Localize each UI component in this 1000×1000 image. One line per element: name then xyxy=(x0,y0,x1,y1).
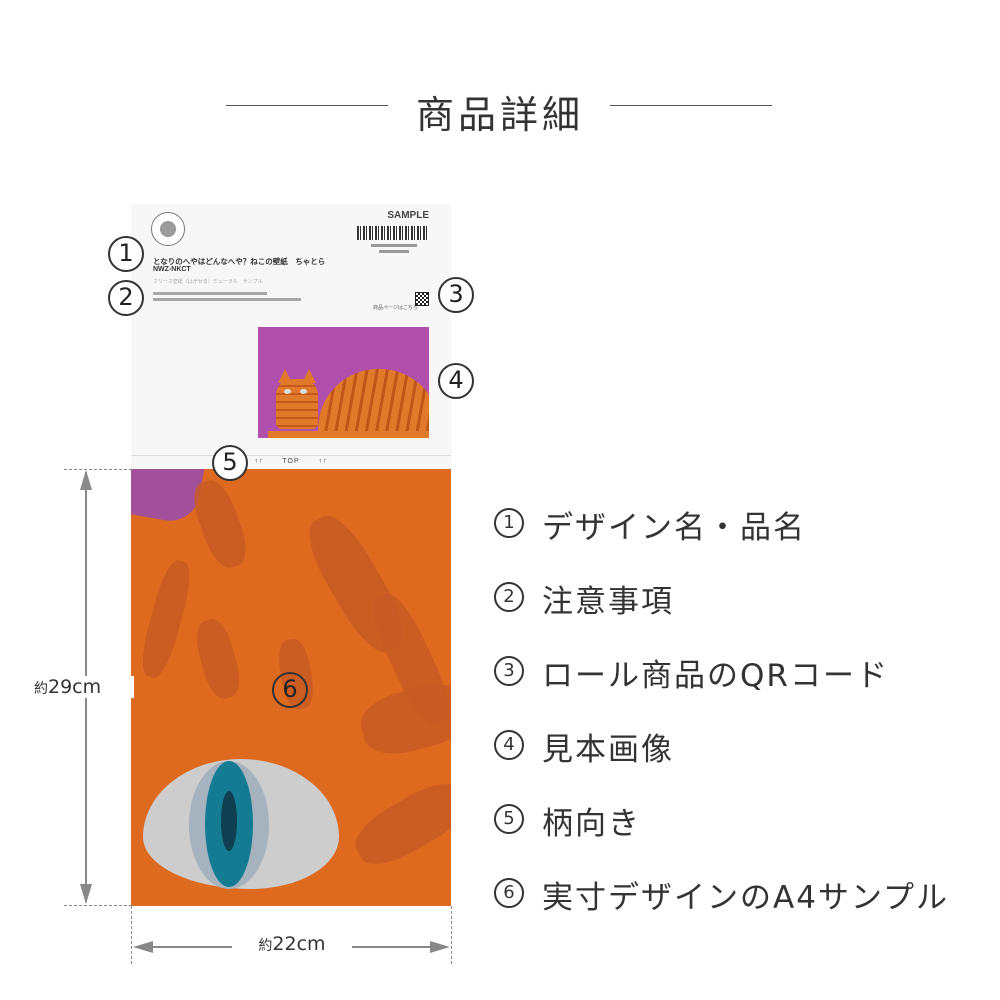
up-arrow-icon: ↑↑ xyxy=(318,458,328,465)
legend-item: 4 見本画像 xyxy=(494,724,994,798)
barcode-caption-bar xyxy=(371,244,417,247)
product-note: フリース壁紙（はがせる）ミューラル サンプル xyxy=(153,279,263,285)
product-name: となりのへやはどんなへや？ねこの壁紙 ちゃとら xyxy=(153,257,326,266)
cat-eye-shape xyxy=(284,389,291,394)
legend-text: 柄向き xyxy=(542,806,641,842)
pattern-direction-marker: ↑↑ TOP ↑↑ xyxy=(131,458,451,465)
notice-text-bar xyxy=(153,292,267,295)
up-arrow-icon: ↑↑ xyxy=(254,458,264,465)
width-value: 22cm xyxy=(272,933,326,955)
legend-item: 6 実寸デザインのA4サンプル xyxy=(494,872,994,946)
marker-1: 1 xyxy=(108,236,144,272)
product-code: NWZ-NKCT xyxy=(153,266,191,273)
legend-text: デザイン名・品名 xyxy=(542,510,806,546)
fur-stroke xyxy=(191,615,245,703)
preview-image xyxy=(258,327,429,438)
sample-label: SAMPLE xyxy=(387,210,429,221)
legend-number: 5 xyxy=(494,804,524,834)
fur-stroke xyxy=(186,475,254,573)
legend-list: 1 デザイン名・品名 2 注意事項 3 ロール商品のQRコード 4 見本画像 5… xyxy=(494,502,994,946)
cat-floor-shape xyxy=(268,431,429,438)
width-guide-left xyxy=(131,906,132,964)
eye-pupil-shape xyxy=(221,791,237,851)
legend-item: 2 注意事項 xyxy=(494,576,994,650)
marker-3: 3 xyxy=(438,277,474,313)
height-dimension-label: 約29cm xyxy=(34,676,134,698)
legend-text: 注意事項 xyxy=(542,584,674,620)
legend-text: 実寸デザインのA4サンプル xyxy=(542,880,949,916)
cat-head-shape xyxy=(276,379,318,429)
arrow-up-icon xyxy=(80,470,92,490)
legend-number: 4 xyxy=(494,730,524,760)
section-header: 商品詳細 xyxy=(0,80,1000,137)
marker-2: 2 xyxy=(108,280,144,316)
cat-eye-shape xyxy=(300,389,307,394)
page-title: 商品詳細 xyxy=(415,93,584,137)
marker-5: 5 xyxy=(212,445,248,481)
legend-item: 1 デザイン名・品名 xyxy=(494,502,994,576)
marker-6: 6 xyxy=(272,672,308,708)
arrow-right-icon xyxy=(430,941,450,953)
height-guide-top xyxy=(64,469,132,470)
cat-body-shape xyxy=(318,369,429,438)
height-prefix: 約 xyxy=(34,681,48,697)
qr-caption: 商品ページはこちら xyxy=(373,305,418,311)
barcode-caption-bar xyxy=(379,250,409,253)
legend-number: 6 xyxy=(494,878,524,908)
legend-number: 3 xyxy=(494,656,524,686)
title-divider-left xyxy=(226,105,388,106)
legend-text: ロール商品のQRコード xyxy=(542,658,889,694)
height-guide-bottom xyxy=(64,905,132,906)
width-dimension-label: 約22cm xyxy=(232,933,352,955)
marker-4: 4 xyxy=(438,363,474,399)
qr-code-icon xyxy=(415,292,429,306)
legend-number: 1 xyxy=(494,508,524,538)
barcode-icon xyxy=(357,226,429,240)
top-label: TOP xyxy=(282,458,300,465)
legend-text: 見本画像 xyxy=(542,732,674,768)
legend-item: 3 ロール商品のQRコード xyxy=(494,650,994,724)
cut-line xyxy=(131,455,451,456)
notice-text-bar xyxy=(153,298,301,301)
legend-item: 5 柄向き xyxy=(494,798,994,872)
arrow-down-icon xyxy=(80,884,92,904)
width-prefix: 約 xyxy=(258,938,273,954)
fur-stroke xyxy=(346,772,451,876)
fur-stroke xyxy=(135,557,197,681)
sample-sheet: SAMPLE となりのへやはどんなへや？ねこの壁紙 ちゃとら NWZ-NKCT … xyxy=(131,204,451,906)
title-divider-right xyxy=(610,105,772,106)
width-guide-right xyxy=(451,906,452,964)
height-value: 29cm xyxy=(48,676,102,698)
arrow-left-icon xyxy=(133,941,153,953)
legend-number: 2 xyxy=(494,582,524,612)
brand-logo-icon xyxy=(151,212,185,246)
